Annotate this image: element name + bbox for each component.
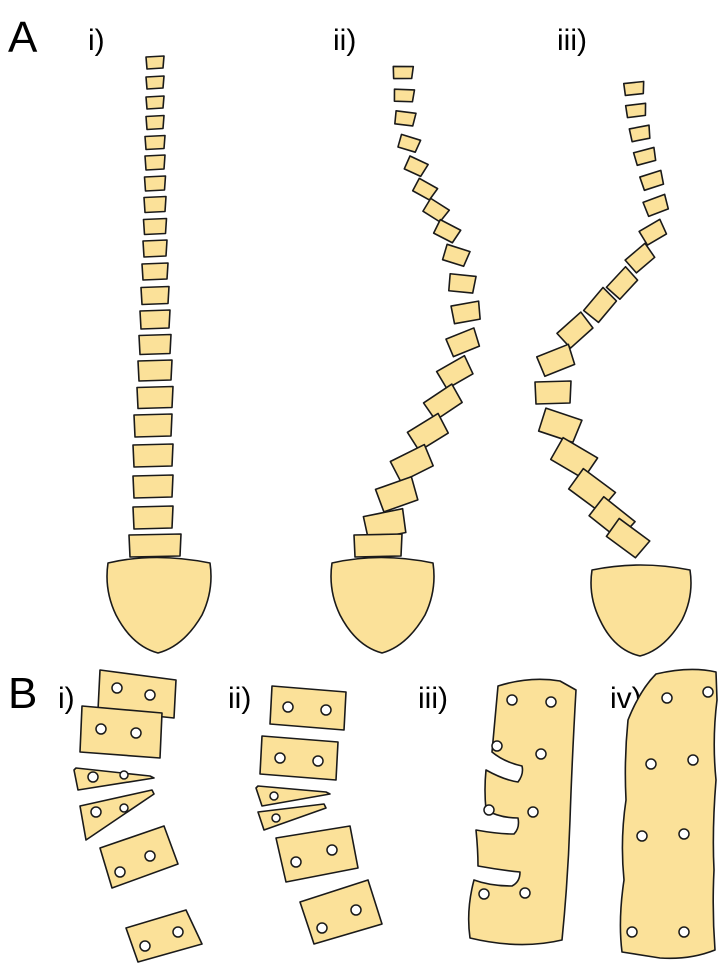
pelvis-a-ii (331, 558, 434, 654)
spine-a-i-straight (129, 56, 181, 557)
vertebra (141, 287, 169, 305)
panel-a-label-ii: ii) (333, 24, 356, 57)
pelvis-a-iii (591, 565, 691, 656)
segment-group-b-ii (256, 686, 382, 944)
vertebra (451, 301, 481, 324)
vertebra (144, 219, 167, 235)
vertebra-block (260, 736, 338, 780)
vertebra (137, 387, 173, 409)
vertebra (436, 356, 474, 390)
vertebra (133, 475, 173, 498)
segment-group-b-iii (469, 679, 576, 944)
vertebra (146, 56, 164, 69)
vertebra (393, 65, 414, 79)
panel-b-letter: B (8, 669, 37, 718)
vertebra-block (80, 706, 162, 758)
hemivertebra-wedge (256, 786, 330, 806)
vertebra (133, 444, 173, 467)
vertebra (640, 170, 665, 190)
vertebra (625, 243, 657, 273)
vertebra (129, 534, 181, 557)
vertebra (145, 155, 165, 170)
pelvis-a-i (107, 558, 211, 654)
vertebra-block (300, 880, 382, 944)
panel-b-label-i: i) (58, 682, 75, 715)
vertebra (412, 177, 438, 201)
panel-a-letter: A (8, 13, 38, 62)
panel-b-label-ii: ii) (228, 682, 251, 715)
vertebra (626, 103, 647, 117)
vertebra (375, 477, 419, 513)
vertebra (145, 176, 166, 191)
panel-a-label-iii: iii) (557, 24, 587, 57)
hemivertebra-wedge (74, 768, 154, 790)
vertebra (403, 155, 428, 178)
hemivertebra-wedge (258, 804, 326, 830)
vertebra (146, 116, 164, 130)
vertebra (143, 240, 167, 257)
panel-b-label-iii: iii) (418, 682, 448, 715)
vertebra-block (126, 910, 202, 962)
vertebra-block (100, 826, 178, 888)
vertebra (556, 312, 594, 349)
vertebra (433, 219, 461, 244)
vertebra (140, 310, 170, 329)
vertebra (139, 335, 171, 355)
vertebra (536, 344, 575, 376)
vertebra (423, 384, 463, 421)
vertebra (146, 96, 164, 109)
vertebra (145, 136, 165, 150)
panel-a-label-i: i) (88, 24, 105, 57)
vertebra (393, 88, 414, 103)
vertebra (138, 360, 172, 381)
vertebra (397, 133, 421, 153)
vertebra (639, 219, 668, 245)
vertebra (442, 243, 470, 267)
vertebra (394, 110, 416, 127)
vertebra-block (270, 686, 346, 730)
spine-a-iii-double-curve (535, 81, 670, 559)
segment-group-b-i (74, 670, 202, 962)
vertebra (133, 506, 173, 529)
vertebra (643, 194, 670, 216)
vertebra (633, 147, 656, 165)
fused-block (620, 669, 717, 958)
vertebra (407, 413, 450, 451)
vertebra (144, 197, 166, 213)
vertebra (142, 263, 168, 280)
vertebra (146, 76, 164, 89)
vertebra-block (276, 826, 358, 882)
vertebra (538, 407, 582, 443)
vertebra (448, 273, 476, 294)
vertebra (446, 328, 481, 357)
vertebra (629, 125, 651, 142)
segment-group-b-iv (620, 669, 717, 958)
vertebra (134, 414, 172, 437)
vertebra (624, 81, 645, 95)
vertebra (535, 381, 571, 404)
vertebra (422, 198, 449, 224)
vertebra (354, 534, 402, 557)
spine-a-ii-single-curve (354, 65, 481, 557)
vertebra (390, 445, 435, 483)
